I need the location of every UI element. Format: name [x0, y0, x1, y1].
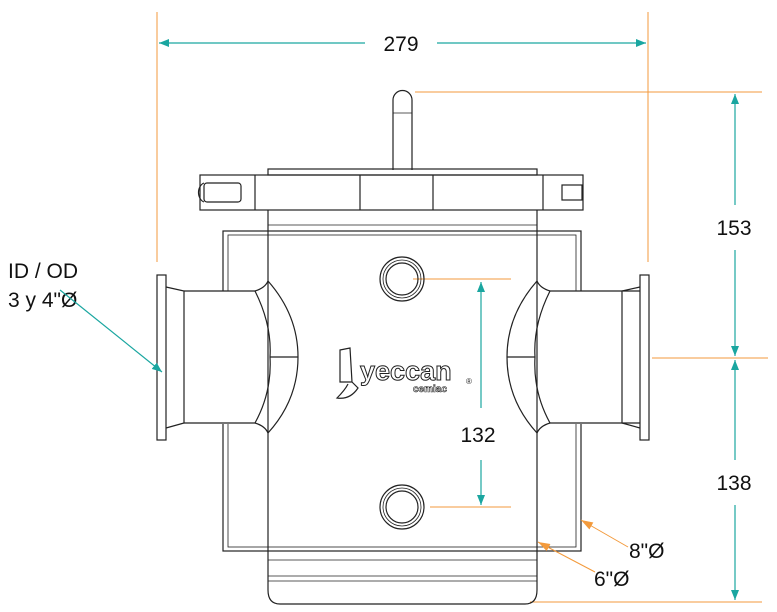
- dimension-upper-label: 153: [716, 217, 751, 240]
- yeccan-logo: yeccan cemiac ®: [335, 347, 472, 399]
- svg-text:3 y 4"Ø: 3 y 4"Ø: [8, 289, 77, 312]
- tank-body: [156, 89, 650, 605]
- callout-jacket-diameter: 8"Ø: [580, 519, 664, 563]
- dimension-port-label: 132: [460, 424, 495, 447]
- svg-text:8"Ø: 8"Ø: [629, 540, 664, 563]
- svg-text:6"Ø: 6"Ø: [594, 568, 629, 591]
- dimension-height-lower: 138: [716, 360, 752, 600]
- svg-text:®: ®: [466, 377, 472, 386]
- port-bottom: [379, 484, 425, 530]
- extension-lines: [156, 12, 768, 603]
- dimension-width-label: 279: [383, 33, 418, 56]
- callout-body-diameter: 6"Ø: [537, 541, 629, 591]
- svg-text:yeccan: yeccan: [360, 356, 452, 386]
- callout-connection: ID / OD 3 y 4"Ø: [8, 260, 163, 373]
- dimension-width: 279: [159, 33, 646, 56]
- port-top: [379, 256, 425, 302]
- dimension-height-upper: 153: [716, 94, 752, 356]
- svg-text:ID / OD: ID / OD: [8, 260, 78, 283]
- svg-text:cemiac: cemiac: [413, 384, 447, 395]
- dimension-port-spacing: 132: [460, 282, 496, 505]
- dimension-lower-label: 138: [716, 472, 751, 495]
